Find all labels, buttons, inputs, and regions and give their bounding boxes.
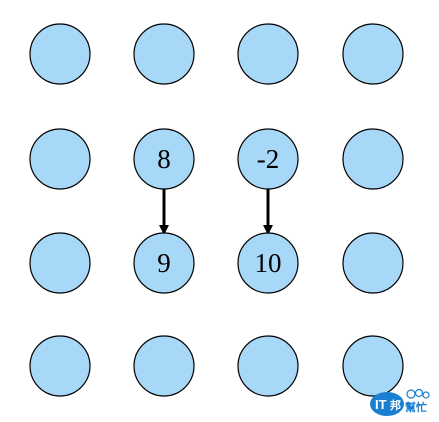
grid-node-r0-c2 <box>237 23 299 85</box>
grid-node-r1-c3 <box>342 128 404 190</box>
grid-node-r1-c0 <box>29 128 91 190</box>
grid-node-r3-c0 <box>29 335 91 397</box>
grid-node-r2-c2 <box>237 232 299 294</box>
node-label-r2-c2: 10 <box>255 248 282 278</box>
grid-node-r2-c1 <box>133 232 195 294</box>
watermark-bubble-1 <box>406 389 416 399</box>
edges-layer <box>159 189 273 235</box>
grid-node-r3-c2 <box>237 335 299 397</box>
grid-node-r0-c0 <box>29 23 91 85</box>
nodes-layer: 8 -2 9 10 <box>29 23 404 397</box>
grid-node-r2-c3 <box>342 232 404 294</box>
node-label-r1-c2: -2 <box>257 144 280 174</box>
watermark-bubble-2 <box>414 388 424 398</box>
watermark-tag: 幫忙 <box>405 400 427 414</box>
grid-node-r1-c1 <box>133 128 195 190</box>
node-label-r1-c1: 8 <box>157 144 171 174</box>
watermark-suffix: 邦 <box>390 398 401 412</box>
grid-node-r0-c3 <box>342 23 404 85</box>
ithome-watermark-logo: IT 邦 幫忙 <box>370 388 430 416</box>
watermark-brand: IT <box>375 397 387 412</box>
node-label-r2-c1: 9 <box>157 248 171 278</box>
grid-node-r1-c2 <box>237 128 299 190</box>
watermark-badge <box>370 392 404 416</box>
grid-node-r0-c1 <box>133 23 195 85</box>
grid-node-r3-c1 <box>133 335 195 397</box>
grid-node-r2-c0 <box>29 232 91 294</box>
watermark-bubble-3 <box>422 391 430 399</box>
grid-node-r3-c3 <box>342 335 404 397</box>
